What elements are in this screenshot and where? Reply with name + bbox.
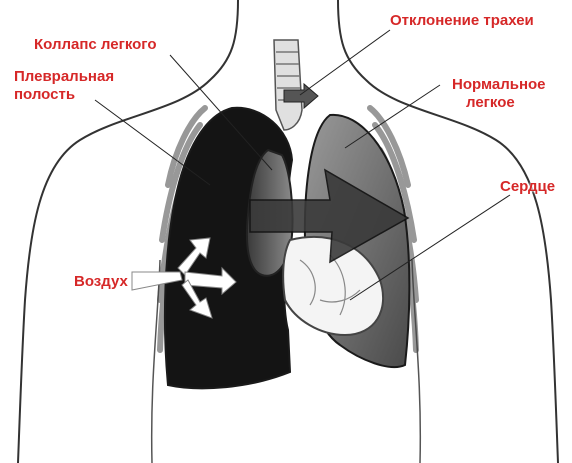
- pleural-leader: [95, 100, 210, 185]
- label-normal-line2: легкое: [466, 94, 515, 111]
- trachea-leader: [300, 30, 390, 95]
- label-normal-line1: Нормальное: [452, 76, 546, 93]
- label-air: Воздух: [74, 273, 128, 290]
- label-pleural-line2: полость: [14, 86, 75, 103]
- label-heart: Сердце: [500, 178, 555, 195]
- label-pleural-line1: Плевральная: [14, 68, 114, 85]
- trachea: [274, 40, 302, 130]
- label-trachea: Отклонение трахеи: [390, 12, 534, 29]
- label-collapse: Коллапс легкого: [34, 36, 157, 53]
